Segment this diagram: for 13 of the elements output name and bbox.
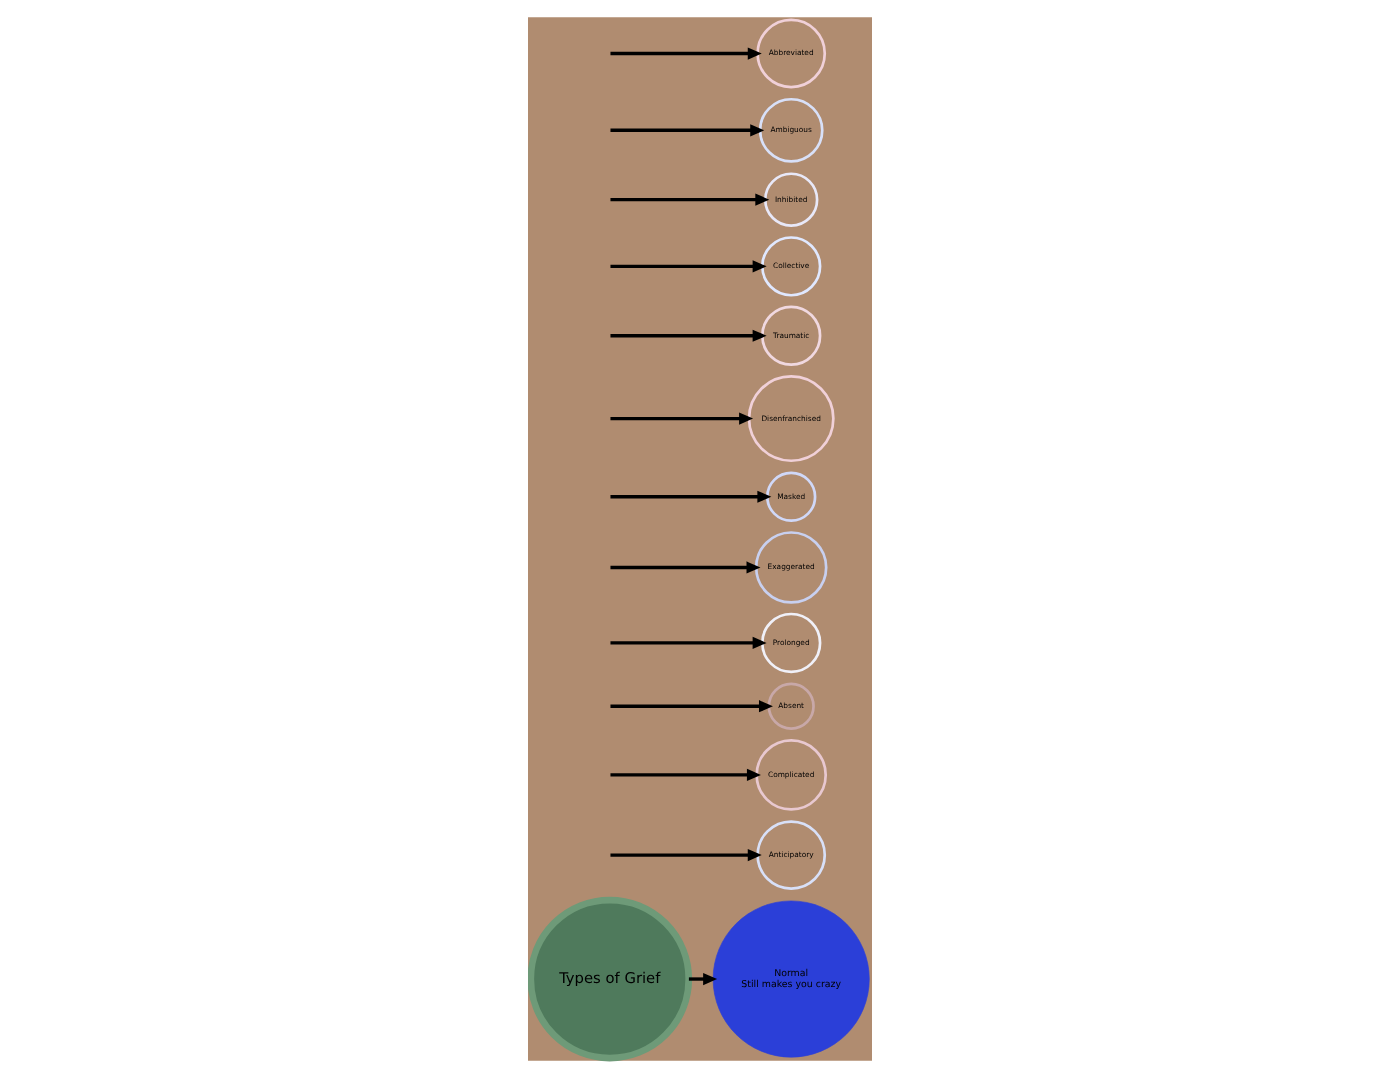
arrow (609, 193, 769, 206)
arrow (609, 124, 764, 137)
arrow (609, 47, 761, 60)
arrow (687, 972, 717, 986)
arrow (609, 561, 760, 574)
arrow (609, 768, 760, 782)
arrow (609, 490, 771, 503)
arrow (609, 849, 761, 862)
arrow (609, 700, 772, 713)
arrow (609, 329, 766, 342)
arrow (609, 636, 766, 650)
arrow (609, 260, 766, 273)
arrow (609, 412, 753, 425)
